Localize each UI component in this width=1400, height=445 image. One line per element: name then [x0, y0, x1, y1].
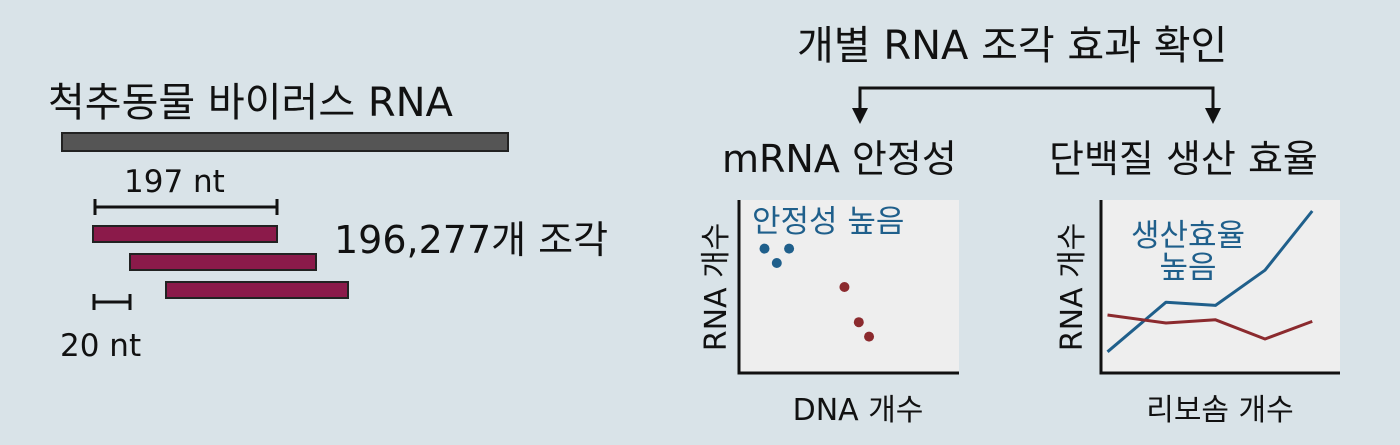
stability-axes [737, 200, 959, 375]
fragment-bar-2 [129, 253, 317, 271]
efficiency-annotation-line2: 높음 [1159, 250, 1216, 286]
panel-title-efficiency: 단백질 생산 효율 [1049, 137, 1318, 181]
series-line-1 [1107, 313, 1313, 341]
fragment-length-label: 197 nt [124, 164, 225, 200]
fragment-length-bracket [93, 199, 279, 215]
arrowhead-right [1205, 108, 1221, 124]
panel-title-stability: mRNA 안정성 [722, 137, 957, 181]
scatter-point-1-0 [839, 282, 850, 292]
scatter-point-0-0 [759, 243, 770, 254]
right-title: 개별 RNA 조각 효과 확인 [797, 23, 1227, 69]
arrowhead-left [852, 108, 868, 124]
stability-annotation: 안정성 높음 [752, 204, 904, 240]
genome-bar [61, 132, 509, 152]
efficiency-annotation-line1: 생산효율 [1131, 218, 1245, 254]
series-line-0 [1106, 210, 1314, 353]
stability-xlabel: DNA 개수 [793, 393, 924, 428]
efficiency-axes [1099, 200, 1340, 375]
efficiency-ylabel: RNA 개수 [1055, 223, 1090, 352]
stability-ylabel: RNA 개수 [699, 223, 734, 352]
scatter-point-1-1 [853, 317, 864, 328]
overlap-bracket [92, 294, 132, 310]
scatter-point-0-1 [771, 258, 782, 268]
branch-arrow [858, 86, 1215, 110]
left-title: 척추동물 바이러스 RNA [48, 80, 454, 126]
scatter-point-0-2 [784, 243, 795, 254]
overlap-label: 20 nt [60, 328, 141, 364]
stability-points [759, 243, 875, 342]
fragment-bar-1 [92, 225, 278, 243]
fragment-count-label: 196,277개 조각 [334, 218, 608, 262]
fragment-bar-3 [165, 281, 349, 299]
scatter-point-1-2 [864, 331, 875, 342]
efficiency-lines [1106, 210, 1314, 353]
efficiency-plot-area [1101, 200, 1340, 373]
efficiency-xlabel: 리보솜 개수 [1146, 393, 1294, 428]
